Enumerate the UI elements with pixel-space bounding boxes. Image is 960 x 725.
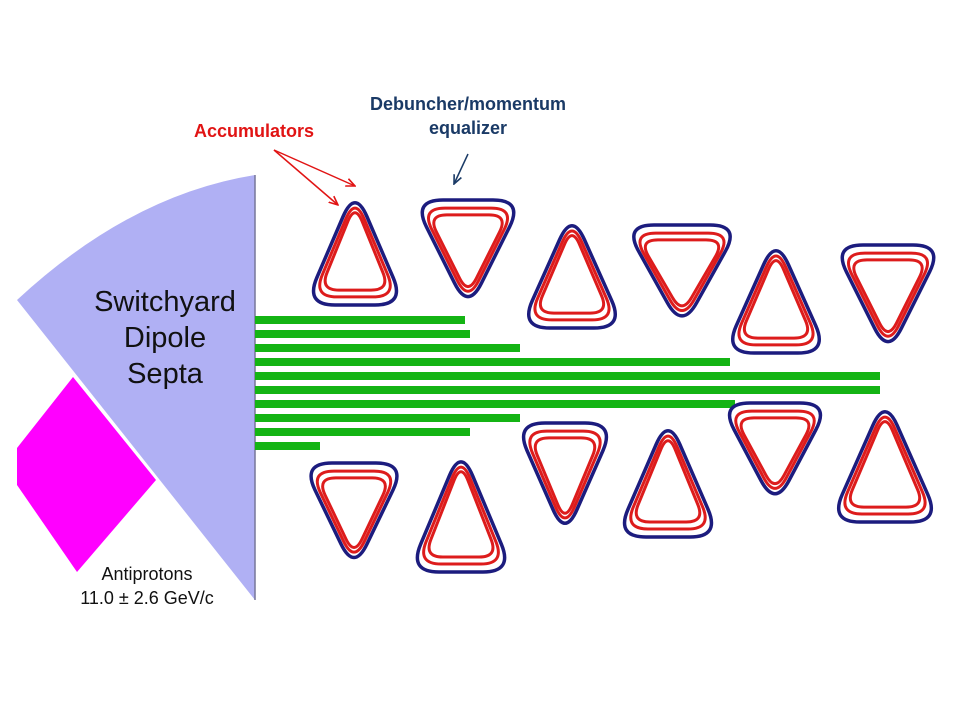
- ring-9: [521, 421, 609, 525]
- debuncher-ring-outline: [622, 429, 714, 539]
- debuncher-ring-outline: [420, 198, 516, 299]
- accumulator-ring-outline: [315, 469, 393, 554]
- antiprotons-label: Antiprotons 11.0 ± 2.6 GeV/c: [40, 562, 254, 610]
- debuncher-ring-outline: [836, 410, 934, 524]
- beamline-5: [255, 372, 880, 380]
- ring-fill: [838, 411, 932, 522]
- accumulator-ring-outline: [323, 211, 387, 292]
- debuncher-ring-outline: [632, 223, 732, 318]
- debuncher-ring-outline: [309, 461, 399, 560]
- beamline-10: [255, 442, 320, 450]
- ring-6: [840, 243, 936, 344]
- accumulator-ring-outline: [427, 470, 495, 559]
- debuncher-ring-outline: [415, 460, 507, 574]
- beamline-8: [255, 414, 520, 422]
- ring-fill: [732, 250, 820, 353]
- debuncher-ring-outline: [840, 243, 936, 344]
- ring-5: [731, 249, 821, 355]
- debuncher-arrow: [454, 153, 469, 184]
- accumulator-ring-outline: [422, 465, 500, 566]
- ring-fill: [842, 245, 934, 342]
- beamline-2: [255, 330, 470, 338]
- switchyard-text-line3: Septa: [127, 358, 203, 390]
- ring-4: [632, 223, 732, 318]
- ring-fill: [528, 225, 616, 328]
- ring-fill: [417, 461, 505, 572]
- accumulator-ring-outline: [734, 409, 816, 490]
- accumulator-ring-outline: [629, 434, 707, 531]
- beamline-9: [255, 428, 470, 436]
- accumulator-arrow-2: [273, 149, 355, 186]
- beamline-4: [255, 358, 730, 366]
- accumulator-ring-outline: [432, 213, 504, 289]
- debuncher-label: Debuncher/momentum equalizer: [338, 92, 598, 140]
- antiprotons-text-line1: Antiprotons: [101, 564, 193, 584]
- accumulator-ring-outline: [528, 429, 602, 520]
- ring-12: [836, 410, 934, 524]
- beamline-3: [255, 344, 520, 352]
- ring-11: [727, 401, 823, 496]
- accumulators-text: Accumulators: [194, 121, 315, 141]
- accumulator-ring-outline: [427, 206, 509, 293]
- accumulators-label: Accumulators: [194, 121, 314, 142]
- debuncher-ring-outline: [527, 224, 617, 330]
- accumulator-ring-outline: [533, 436, 597, 515]
- accumulator-ring-outline: [742, 259, 810, 340]
- ring-fill: [523, 423, 607, 524]
- ring-fill: [729, 403, 821, 494]
- accumulator-ring-outline: [847, 251, 929, 338]
- switchyard-label: Switchyard Dipole Septa: [70, 284, 260, 392]
- debuncher-text-line2: equalizer: [428, 118, 508, 138]
- accumulator-ring-outline: [739, 416, 811, 486]
- debuncher-text-line1: Debuncher/momentum: [369, 94, 567, 114]
- accumulator-ring-outline: [737, 254, 815, 347]
- accumulator-arrow-1: [273, 149, 338, 205]
- accumulator-ring-outline: [634, 439, 702, 524]
- ring-group: [309, 198, 936, 574]
- switchyard-septa-sector: [17, 175, 255, 600]
- switchyard-text-line1: Switchyard: [94, 286, 236, 318]
- accumulator-ring-outline: [843, 415, 927, 516]
- accumulator-ring-outline: [533, 229, 611, 322]
- accumulator-ring-outline: [318, 206, 392, 299]
- ring-2: [420, 198, 516, 299]
- ring-3: [527, 224, 617, 330]
- ring-1: [311, 201, 399, 307]
- debuncher-ring-outline: [727, 401, 823, 496]
- debuncher-ring-outline: [311, 201, 399, 307]
- beamline-7: [255, 400, 735, 408]
- ring-fill: [313, 202, 397, 305]
- accumulator-ring-outline: [638, 231, 726, 312]
- ring-8: [415, 460, 507, 574]
- accumulator-ring-outline: [852, 258, 924, 334]
- accumulator-ring-outline: [848, 420, 922, 509]
- antiprotons-text-line2: 11.0 ± 2.6 GeV/c: [80, 588, 214, 608]
- beamline-group: [255, 316, 880, 450]
- debuncher-ring-outline: [521, 421, 609, 525]
- ring-fill: [624, 430, 712, 537]
- debuncher-ring-outline: [731, 249, 821, 355]
- ring-fill: [633, 225, 731, 316]
- ring-fill: [311, 463, 397, 558]
- accumulator-ring-outline: [321, 476, 387, 549]
- target-diamond: [17, 377, 156, 572]
- beamline-1: [255, 316, 465, 324]
- accumulator-ring-outline: [643, 238, 721, 308]
- switchyard-text-line2: Dipole: [123, 322, 207, 354]
- ring-fill: [422, 200, 514, 297]
- accumulator-ring-outline: [538, 234, 606, 315]
- ring-10: [622, 429, 714, 539]
- ring-7: [309, 461, 399, 560]
- beamline-6: [255, 386, 880, 394]
